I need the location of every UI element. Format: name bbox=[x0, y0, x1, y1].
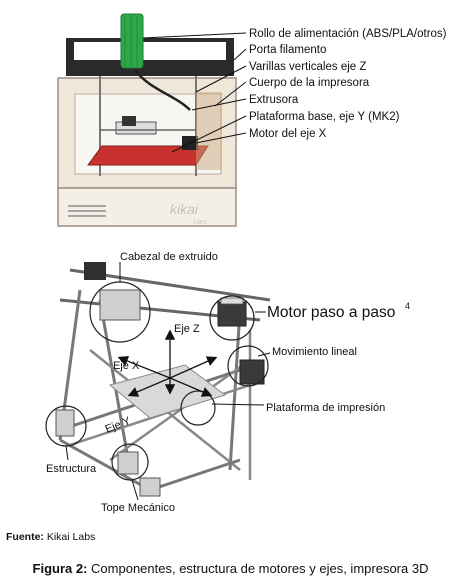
filament-holder bbox=[66, 60, 234, 76]
label-extruder-head: Cabezal de extruido bbox=[120, 251, 218, 263]
bottom-corner bbox=[139, 477, 161, 497]
circle-endstop bbox=[111, 443, 149, 481]
label-extruder: Extrusora bbox=[249, 94, 299, 106]
holder-post-left bbox=[66, 40, 74, 64]
filament-spool bbox=[120, 13, 144, 69]
stepper-motor bbox=[217, 301, 247, 327]
label-z-rods: Varillas verticales eje Z bbox=[249, 61, 366, 73]
label-axis-x: Eje X bbox=[113, 360, 140, 372]
source-text: Kikai Labs bbox=[43, 531, 96, 543]
endstop-part bbox=[117, 451, 139, 475]
label-axis-y: Eje Y bbox=[104, 415, 133, 436]
structure-corner bbox=[55, 409, 75, 437]
label-x-motor: Motor del eje X bbox=[249, 128, 327, 140]
printer-base bbox=[57, 187, 237, 227]
label-printer-body: Cuerpo de la impresora bbox=[249, 77, 370, 89]
label-structure: Estructura bbox=[46, 463, 97, 475]
figure-source: Fuente: Kikai Labs bbox=[6, 531, 95, 543]
bottom-labels: Cabezal de extruido Motor paso a paso 4 … bbox=[46, 251, 410, 514]
circle-stepper bbox=[209, 295, 255, 341]
holder-post-right bbox=[226, 40, 234, 64]
extruder-motor bbox=[122, 116, 136, 126]
label-endstop: Tope Mecánico bbox=[101, 502, 175, 514]
x-axis-arrow bbox=[169, 356, 218, 379]
printer-logo: kikai bbox=[170, 201, 199, 217]
printer-logo-sub: LABS bbox=[194, 220, 207, 226]
axis-arrows bbox=[117, 329, 218, 397]
bottom-leader-lines bbox=[65, 262, 271, 501]
print-platform bbox=[108, 364, 227, 419]
linear-motion-motor bbox=[239, 359, 265, 385]
label-linear-motion: Movimiento lineal bbox=[272, 346, 357, 358]
caption-label: Figura 2: bbox=[32, 561, 88, 576]
circle-platform bbox=[180, 390, 216, 426]
source-label: Fuente: bbox=[6, 531, 44, 543]
y-axis-arrow bbox=[117, 356, 171, 379]
label-base-platform: Plataforma base, eje Y (MK2) bbox=[249, 111, 400, 123]
label-filament-holder: Porta filamento bbox=[249, 44, 326, 56]
top-leader-lines bbox=[142, 32, 247, 153]
extruder-head-motor bbox=[84, 262, 106, 280]
caption-text: Componentes, estructura de motores y eje… bbox=[87, 561, 429, 576]
label-stepper-sup: 4 bbox=[405, 301, 410, 311]
label-axis-z: Eje Z bbox=[174, 323, 200, 335]
label-print-platform: Plataforma de impresión bbox=[266, 402, 385, 414]
label-filament-roll: Rollo de alimentación (ABS/PLA/otros) bbox=[249, 28, 447, 40]
frame-diagram bbox=[45, 262, 271, 497]
extruder-head bbox=[99, 289, 141, 321]
printer-photo: kikai LABS bbox=[57, 13, 237, 227]
holder-rod bbox=[66, 38, 234, 42]
vent-grille-front bbox=[68, 205, 106, 217]
circle-linear-motion bbox=[227, 345, 269, 387]
top-labels: Rollo de alimentación (ABS/PLA/otros) Po… bbox=[249, 28, 447, 140]
filament-cable bbox=[134, 69, 191, 111]
label-stepper-motor: Motor paso a paso bbox=[267, 304, 395, 321]
figure-caption: Figura 2: Componentes, estructura de mot… bbox=[0, 561, 461, 576]
